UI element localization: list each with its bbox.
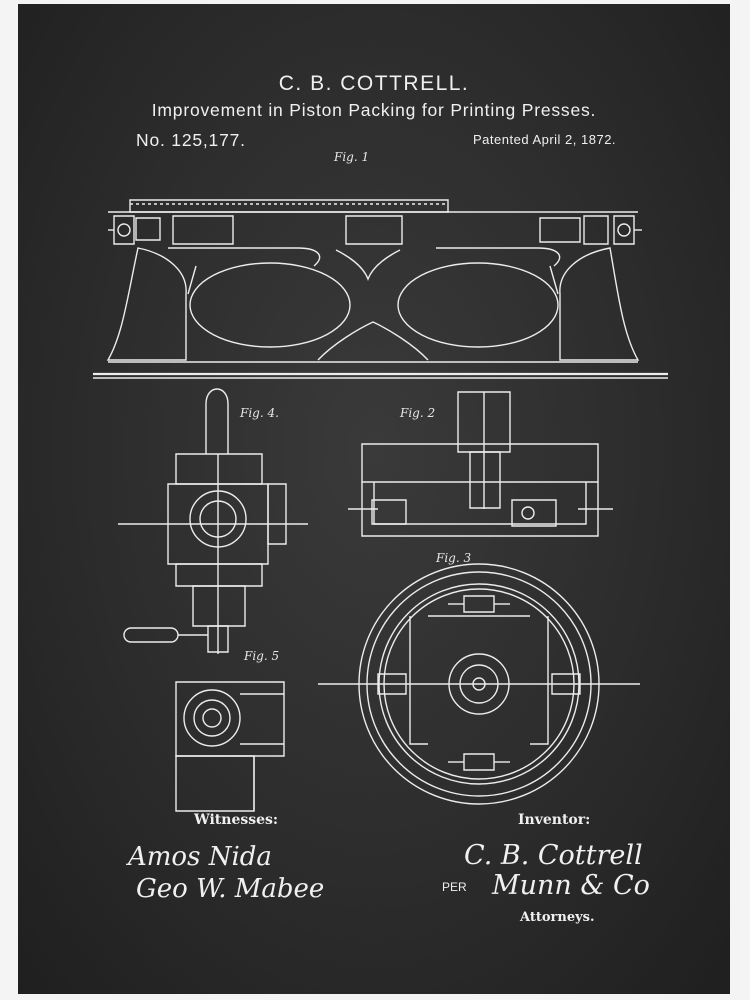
- fig3-drawing: [318, 564, 640, 804]
- patent-drawings: [18, 4, 730, 994]
- inventor-signature: C. B. Cottrell: [464, 840, 643, 871]
- per-label: PER: [442, 880, 467, 894]
- fig3-label: Fig. 3: [436, 551, 472, 565]
- patent-blueprint: C. B. COTTRELL. Improvement in Piston Pa…: [18, 4, 730, 994]
- witness-1-signature: Amos Nida: [128, 842, 272, 872]
- fig1-drawing: [93, 200, 668, 378]
- fig4-label: Fig. 4.: [240, 406, 279, 420]
- fig2-label: Fig. 2: [400, 406, 436, 420]
- fig2-drawing: [348, 392, 613, 536]
- fig1-label: Fig. 1: [334, 150, 370, 164]
- fig5-label: Fig. 5: [244, 649, 280, 663]
- fig5-drawing: [176, 682, 284, 811]
- attorney-signature: Munn & Co: [492, 870, 650, 901]
- inventor-name: C. B. COTTRELL.: [278, 72, 470, 95]
- fig4-drawing: [118, 389, 308, 654]
- patent-number: No. 125,177.: [136, 130, 246, 150]
- attorneys-label: Attorneys.: [520, 910, 595, 925]
- patent-title: Improvement in Piston Packing for Printi…: [151, 100, 597, 120]
- patent-date: Patented April 2, 1872.: [473, 132, 617, 147]
- witness-2-signature: Geo W. Mabee: [136, 874, 325, 904]
- witnesses-label: Witnesses:: [194, 812, 279, 828]
- inventor-label: Inventor:: [518, 812, 591, 828]
